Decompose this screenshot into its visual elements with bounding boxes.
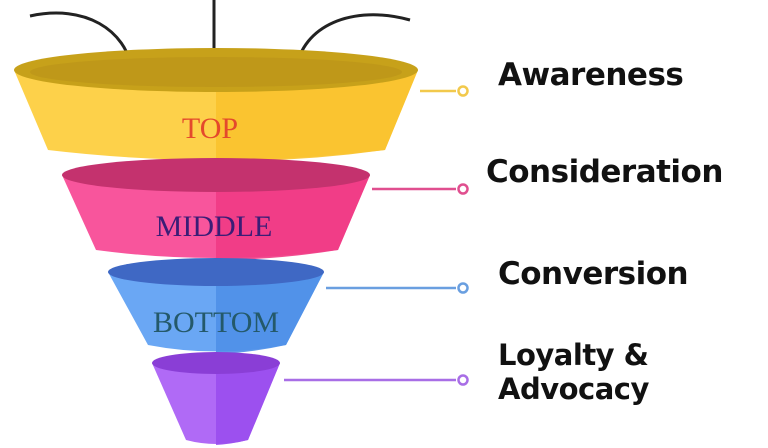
tier-tip-rim xyxy=(152,352,280,374)
connector-awareness xyxy=(420,85,469,97)
stage-label-awareness: Awareness xyxy=(498,57,684,93)
tier-bottom-rim xyxy=(108,258,324,286)
funnel-tier-top: TOP xyxy=(14,48,418,162)
connector-conversion xyxy=(326,282,469,294)
tier-top-label: TOP xyxy=(182,112,238,145)
stage-label-loyalty-advocacy: Loyalty & Advocacy xyxy=(498,338,649,406)
tier-middle-rim xyxy=(62,158,370,192)
connector-consideration xyxy=(372,183,469,195)
funnel-tier-middle: MIDDLE xyxy=(62,158,370,260)
tier-middle-label: MIDDLE xyxy=(156,210,273,243)
connector-loyalty xyxy=(284,374,469,386)
stage-label-consideration: Consideration xyxy=(486,154,723,190)
funnel-tier-bottom: BOTTOM xyxy=(108,258,324,354)
tier-top-shade xyxy=(216,70,418,162)
tier-bottom-label: BOTTOM xyxy=(153,306,279,339)
stage-label-conversion: Conversion xyxy=(498,256,689,292)
funnel-tier-tip xyxy=(152,352,280,445)
